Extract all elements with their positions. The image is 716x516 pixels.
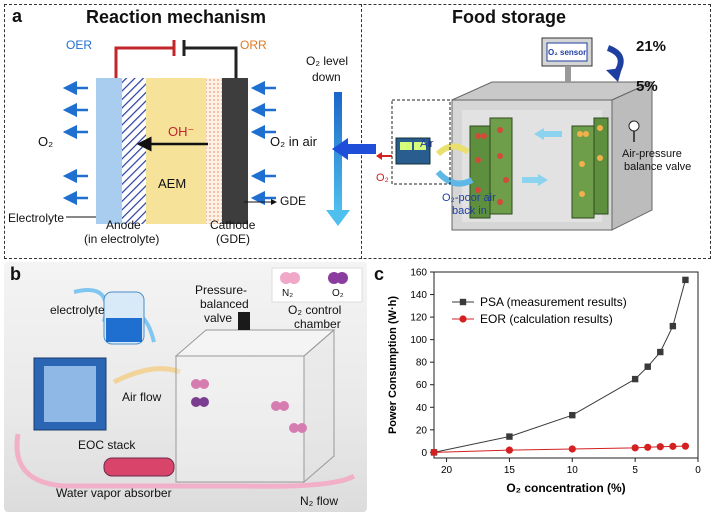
legend-o2-label: O₂ (332, 288, 344, 299)
reaction-mechanism-title: Reaction mechanism (86, 7, 267, 27)
air-flow-label: Air flow (122, 390, 162, 404)
setup-photo (4, 262, 367, 512)
chamber-label-line2: chamber (294, 317, 341, 331)
aem-label: AEM (158, 176, 187, 191)
data-point (569, 411, 576, 419)
food-storage-title: Food storage (452, 7, 567, 27)
panel-b-label: b (10, 264, 21, 284)
o2-in-air-label: O₂ in air (270, 134, 317, 149)
n2-flow-label: N₂ flow (300, 494, 338, 508)
y-tick-label: 160 (410, 268, 427, 279)
panel-a-frame (4, 4, 711, 259)
series-line-0 (433, 279, 686, 453)
electrolyte-layer (96, 78, 126, 224)
flow-arrow-icon (332, 138, 376, 160)
anode-sub-label: (in electrolyte) (84, 232, 160, 246)
cathode-label: Cathode (210, 218, 256, 232)
data-point (506, 433, 513, 440)
data-point (657, 348, 664, 356)
panel-a-divider (361, 4, 362, 259)
cathode-layer (222, 78, 248, 224)
data-point (631, 375, 639, 383)
y-tick-label: 40 (416, 403, 428, 414)
plot-frame (433, 271, 699, 459)
pct-high-label: 21% (636, 38, 667, 55)
y-tick-label: 60 (416, 380, 428, 391)
legend-marker (459, 315, 467, 323)
y-tick-label: 120 (410, 313, 427, 324)
o2-sensor-label: O₂ sensor (548, 48, 587, 57)
y-tick-label: 100 (410, 335, 427, 346)
legend-label: EOR (calculation results) (480, 312, 613, 326)
valve-label-line2: balance valve (624, 161, 692, 173)
cathode-sub-label: (GDE) (216, 232, 250, 246)
x-tick-label: 10 (567, 465, 579, 476)
data-point (568, 445, 576, 453)
x-tick-label: 0 (695, 465, 701, 476)
y-axis-label: Power Consumption (W·h) (387, 296, 399, 434)
pressure-label-line2: balanced (200, 297, 249, 311)
o2-poor-air-label-line1: O₂-poor air (442, 192, 496, 204)
legend-n2-label: N₂ (282, 288, 294, 299)
air-label: Air (420, 138, 434, 150)
anode-label: Anode (106, 218, 141, 232)
legend-label: PSA (measurement results) (480, 295, 627, 309)
o2-poor-air-label-line2: back in (452, 205, 487, 217)
setup-photo-drawing (14, 267, 363, 489)
electrolyte-photo-label: electrolyte (50, 303, 105, 317)
x-tick-label: 20 (441, 465, 453, 476)
panel-a-label: a (12, 6, 23, 26)
x-tick-label: 5 (632, 465, 638, 476)
data-point (669, 322, 677, 330)
reaction-cell-diagram (62, 40, 350, 226)
data-point (644, 443, 652, 451)
x-axis-label: O₂ concentration (%) (506, 481, 625, 495)
data-point (430, 448, 438, 456)
o2-out-label: O₂ (376, 172, 389, 184)
pressure-label-line1: Pressure- (195, 283, 248, 297)
y-tick-label: 80 (416, 358, 428, 369)
data-point (669, 442, 677, 450)
valve-label-line1: Air-pressure (622, 148, 682, 160)
gde-label: GDE (280, 194, 307, 208)
orr-label: ORR (240, 38, 267, 52)
pct-low-label: 5% (636, 78, 658, 95)
aem-layer (146, 78, 206, 224)
data-point (682, 276, 689, 284)
o2-level-label-line2: down (312, 70, 341, 84)
chamber-label-line1: O₂ control (288, 303, 342, 317)
data-point (681, 442, 690, 450)
power-consumption-chart: 20 15 10 5 0 0 20 40 60 80 100 120 140 160 O₂ concentr… (387, 268, 701, 496)
o2-left-label: O₂ (38, 134, 54, 149)
eoc-stack-label: EOC stack (78, 438, 136, 452)
absorber-label: Water vapor absorber (56, 486, 172, 500)
data-point (644, 363, 651, 370)
oer-label: OER (66, 38, 93, 52)
legend-marker (459, 298, 467, 306)
pressure-label-line3: valve (204, 311, 233, 325)
electrolyte-label: Electrolyte (8, 211, 65, 225)
data-point (631, 444, 639, 452)
y-tick-label: 140 (410, 290, 427, 301)
y-tick-label: 0 (421, 448, 427, 459)
food-storage-diagram (376, 37, 653, 231)
o2-level-label-line1: O₂ level (306, 54, 349, 68)
y-tick-label: 20 (416, 425, 428, 436)
oh-label: OH⁻ (168, 124, 195, 139)
anode-layer (122, 78, 146, 224)
data-point (505, 446, 514, 454)
data-point (656, 443, 664, 451)
panel-c-label: c (374, 264, 385, 284)
x-tick-label: 15 (504, 465, 516, 476)
